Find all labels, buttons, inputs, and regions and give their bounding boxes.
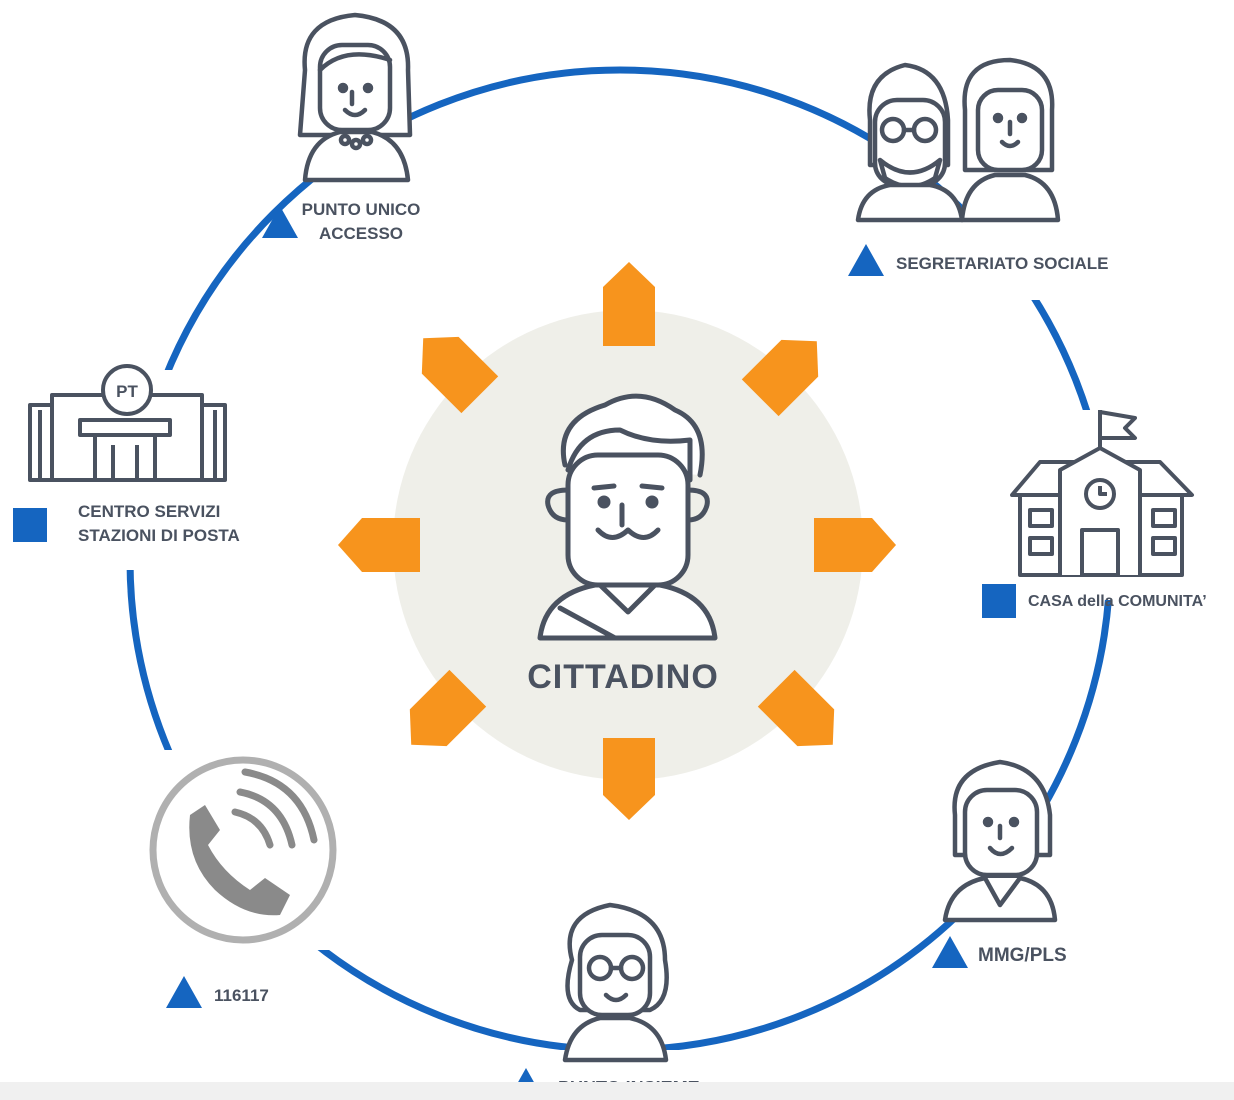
triangle-marker [262,206,298,238]
square-marker [982,584,1016,618]
triangle-marker [932,936,968,968]
arrow-left [338,518,420,572]
phone-icon [149,756,337,944]
arrow-down-right [757,669,835,747]
couple-icon [855,57,1061,223]
post-office-icon [28,364,227,482]
post-office-badge: PT [116,382,138,401]
triangle-marker [166,976,202,1008]
citizen-icon [537,393,718,641]
node-label-segretariato: SEGRETARIATO SOCIALE [896,254,1109,273]
triangle-marker [848,244,884,276]
center-label: CITTADINO [527,658,719,696]
arrow-down [603,738,655,820]
arrow-down-left [409,669,487,747]
arrow-right [814,518,896,572]
doctor-icon [942,759,1058,923]
arrow-up [603,262,655,346]
woman-icon [297,12,413,183]
node-label-mmg-pls: MMG/PLS [978,945,1067,966]
bottom-edge-bar [0,1082,1234,1100]
node-label-punto-unico: PUNTO UNICO ACCESSO [298,198,424,246]
arrow-up-right [741,339,819,417]
node-label-centro-servizi: CENTRO SERVIZI STAZIONI DI POSTA [78,500,240,548]
node-label-line: PUNTO UNICO [301,200,421,219]
school-building-icon [1010,410,1194,577]
node-label-line: CENTRO SERVIZI [78,502,221,521]
node-label-line: ACCESSO [318,224,404,243]
node-label-116117: 116117 [214,986,269,1005]
arrow-up-left [421,336,499,414]
square-marker [13,508,47,542]
arrows-group [338,262,896,820]
elder-woman-icon [562,902,669,1063]
node-label-line: STAZIONI DI POSTA [78,526,240,545]
node-label-casa-comunita: CASA della COMUNITA’ [1028,593,1207,610]
